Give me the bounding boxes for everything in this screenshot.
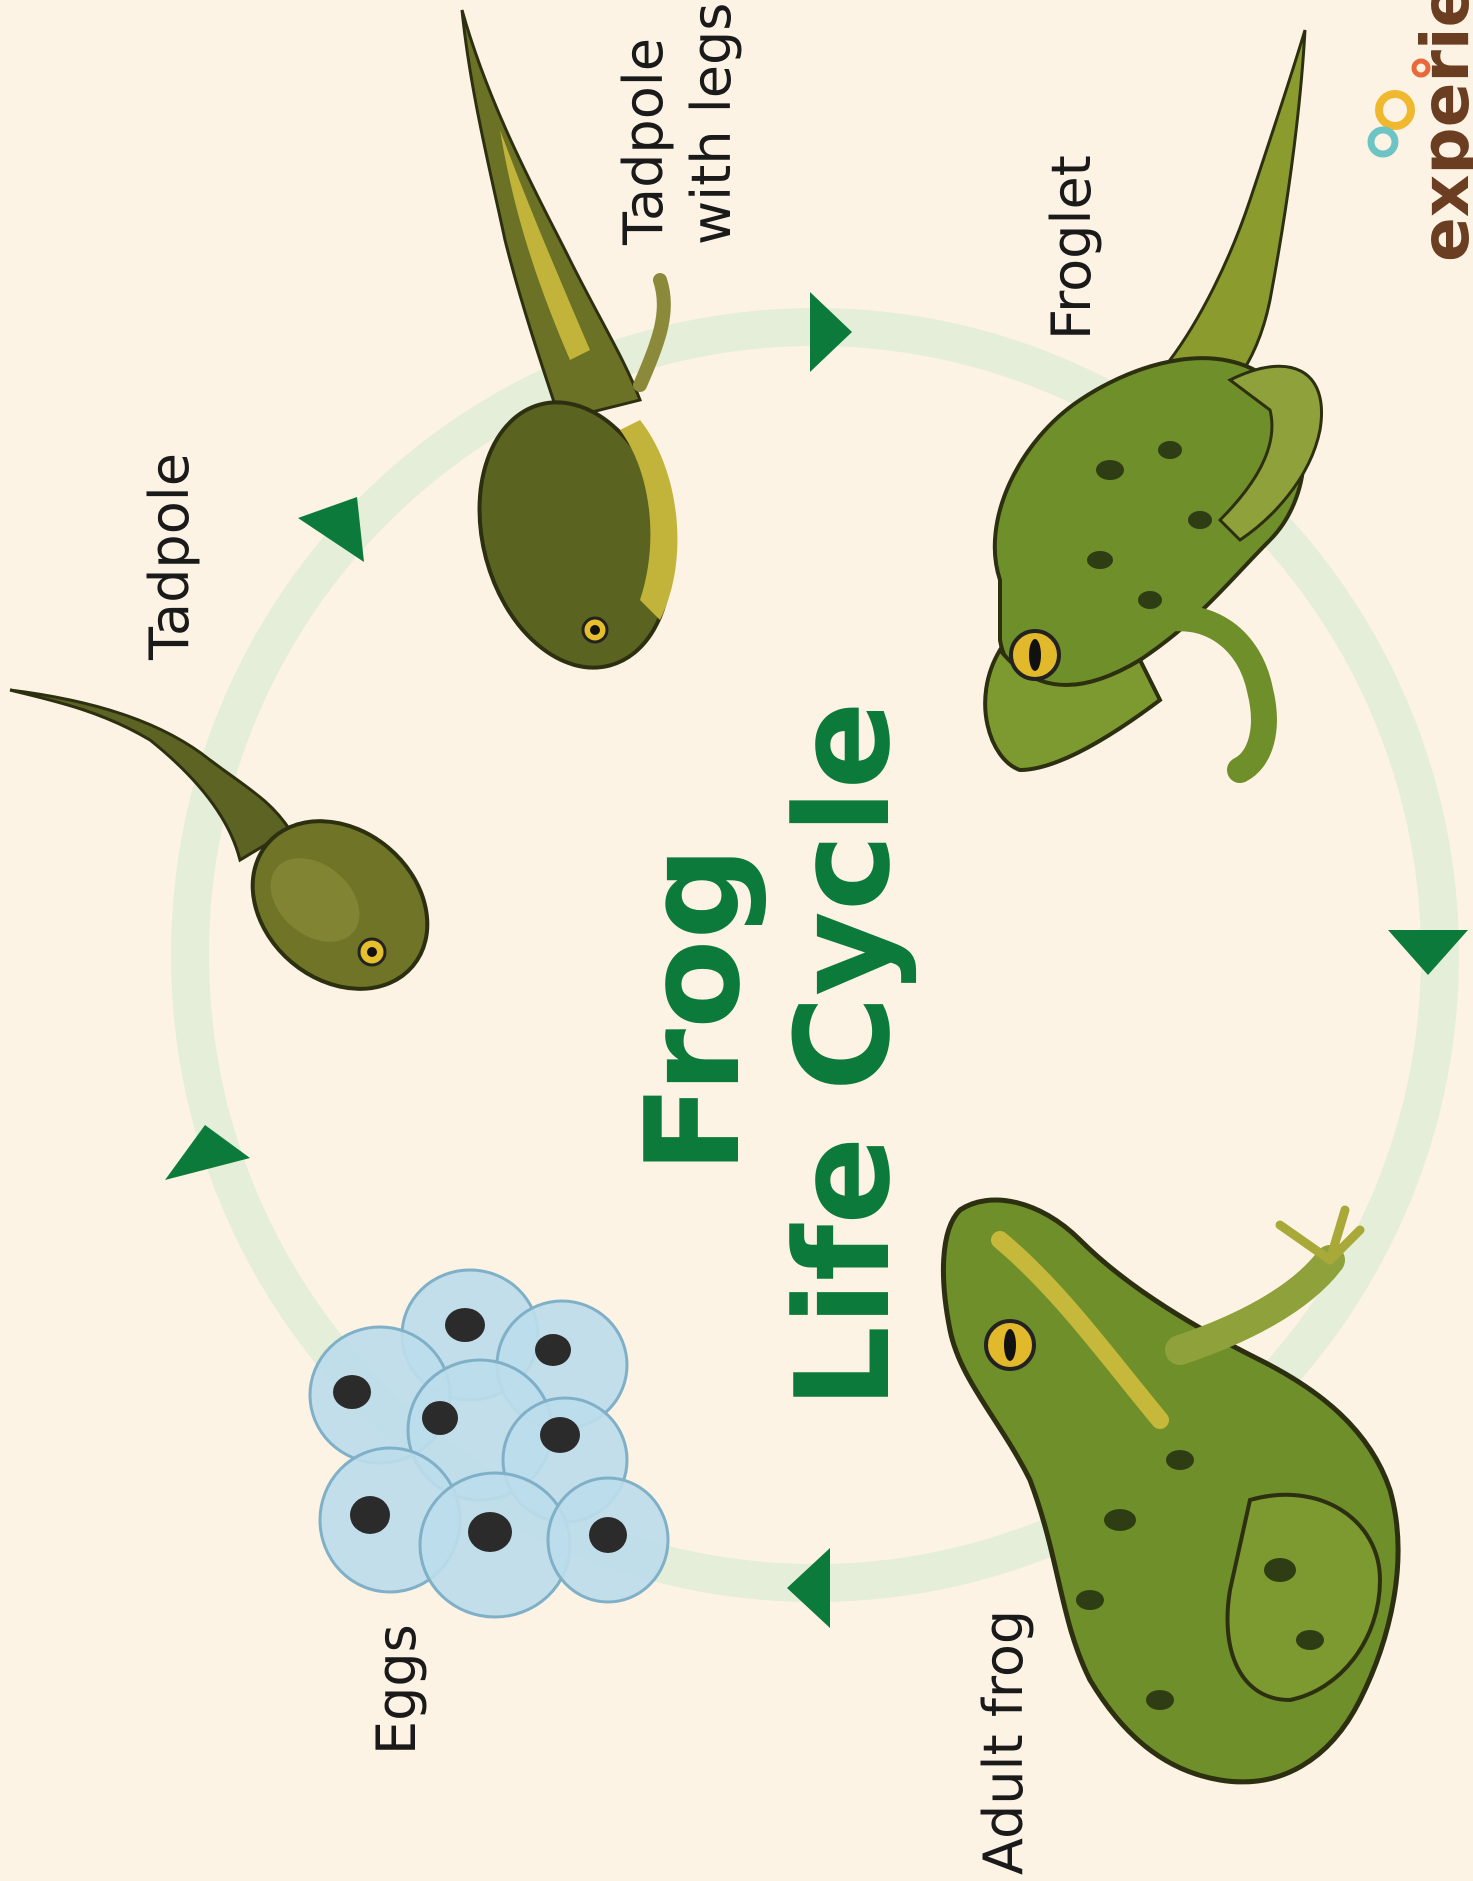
label-tadpole: Tadpole bbox=[138, 453, 201, 661]
label-froglet: Froglet bbox=[1040, 155, 1103, 340]
title-line-2: Life Cycle bbox=[767, 701, 919, 1408]
label-eggs: Eggs bbox=[365, 1624, 428, 1755]
label-tadpole-with-legs: Tadpole with legs bbox=[612, 3, 743, 246]
brand-logo: experien bbox=[1371, 0, 1473, 262]
logo-text: experien bbox=[1407, 0, 1473, 262]
label-tadpole-with-legs-line-1: Tadpole bbox=[612, 38, 675, 246]
label-tadpole-with-legs-line-2: with legs bbox=[680, 3, 743, 245]
eggs-illustration bbox=[310, 1270, 668, 1617]
cycle-arrow-icon bbox=[787, 1548, 830, 1628]
label-adult-frog: Adult frog bbox=[972, 1610, 1035, 1875]
froglet-illustration bbox=[985, 30, 1321, 770]
cycle-arrow-icon bbox=[810, 292, 852, 372]
title-line-1: Frog bbox=[617, 847, 769, 1174]
page-title: Frog Life Cycle bbox=[617, 701, 919, 1408]
